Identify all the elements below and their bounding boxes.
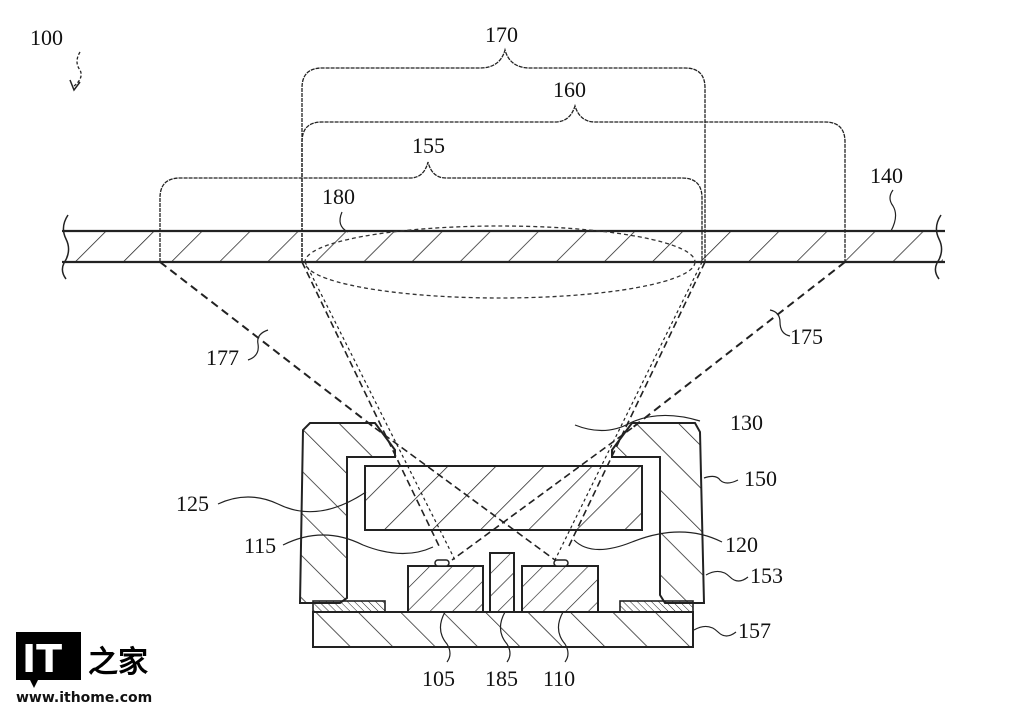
leader-157 xyxy=(693,625,737,637)
leader-185 xyxy=(499,611,511,663)
logo-suffix: 之家 xyxy=(88,645,148,680)
label-155: 155 xyxy=(412,133,445,158)
label-185: 185 xyxy=(485,666,518,691)
label-175: 175 xyxy=(790,324,823,349)
watermark-logo: IT 之家 xyxy=(16,632,156,693)
leader-177 xyxy=(247,329,269,361)
label-150: 150 xyxy=(744,466,777,491)
brace-narrow-fov xyxy=(159,161,703,262)
brace-wide-fov xyxy=(301,47,706,262)
reference-label: 100 xyxy=(30,25,63,50)
label-110: 110 xyxy=(543,666,575,691)
label-140: 140 xyxy=(870,163,903,188)
leader-105 xyxy=(439,611,451,663)
brace-mid-fov xyxy=(301,103,846,262)
label-170: 170 xyxy=(485,22,518,47)
watermark-url: www.ithome.com xyxy=(16,690,153,706)
detector-chip xyxy=(521,565,599,613)
lens xyxy=(364,465,643,531)
logo-text: IT xyxy=(22,637,62,681)
label-125: 125 xyxy=(176,491,209,516)
emitter-die xyxy=(434,559,450,567)
label-180: 180 xyxy=(322,184,355,209)
barrier xyxy=(489,552,515,613)
label-153: 153 xyxy=(750,563,783,588)
ray-177 xyxy=(159,261,376,429)
reference-arrow xyxy=(73,51,82,87)
pad-left xyxy=(312,600,386,613)
label-115: 115 xyxy=(244,533,276,558)
leader-120 xyxy=(573,531,723,551)
leader-153 xyxy=(705,570,749,582)
leader-150 xyxy=(703,475,739,484)
leader-125 xyxy=(217,491,367,513)
emitter-chip xyxy=(407,565,484,613)
leader-180 xyxy=(339,211,349,233)
logo-bubble xyxy=(16,632,81,688)
leader-140 xyxy=(889,189,897,232)
leader-110 xyxy=(557,611,569,663)
reference-arrow-head xyxy=(69,79,81,92)
label-105: 105 xyxy=(422,666,455,691)
housing-left-wall xyxy=(298,422,396,604)
label-177: 177 xyxy=(206,345,239,370)
housing-right-wall xyxy=(611,422,706,604)
ray-175 xyxy=(631,261,846,429)
leader-175 xyxy=(769,309,791,337)
leader-115 xyxy=(282,534,434,555)
cover-layer xyxy=(61,214,945,280)
label-130: 130 xyxy=(730,410,763,435)
leader-130 xyxy=(574,414,701,432)
pad-right xyxy=(619,600,694,613)
label-157: 157 xyxy=(738,618,771,643)
detector-die xyxy=(553,559,569,567)
label-160: 160 xyxy=(553,77,586,102)
label-120: 120 xyxy=(725,532,758,557)
